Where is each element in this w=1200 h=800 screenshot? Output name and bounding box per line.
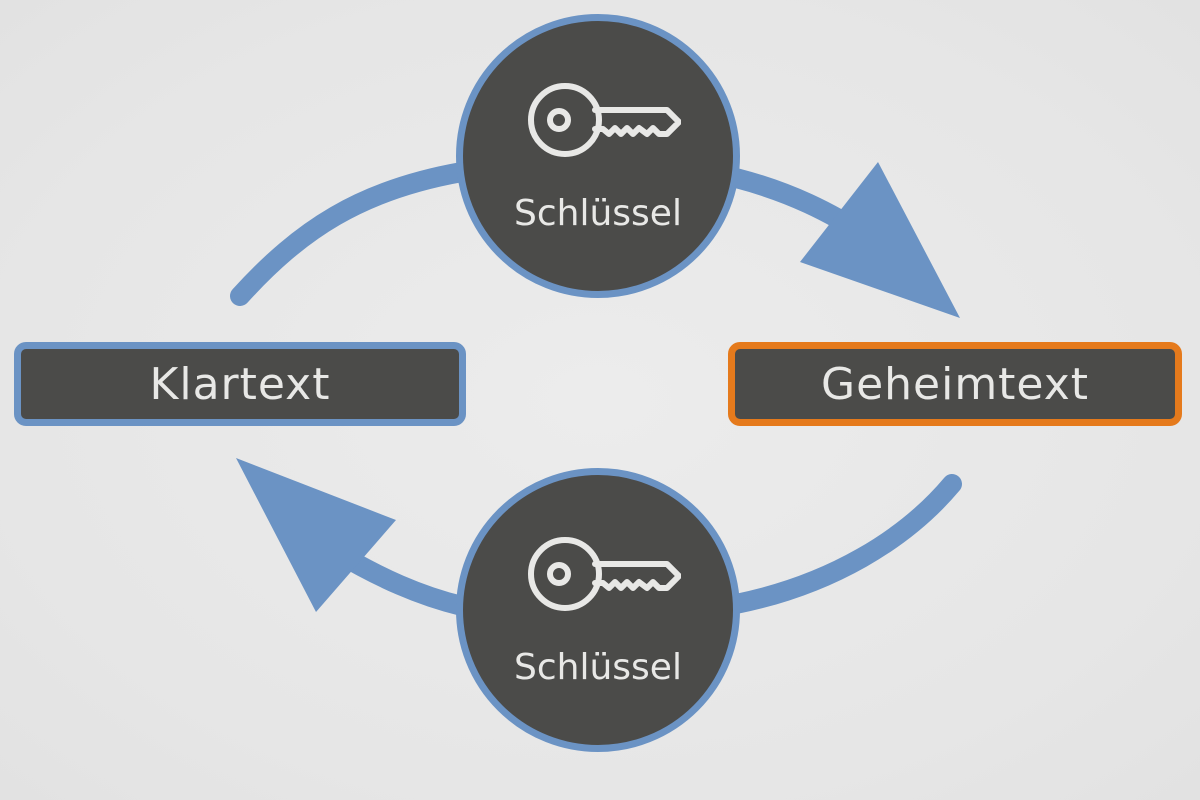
key-label-top: Schlüssel (514, 193, 682, 234)
key-icon (528, 537, 681, 611)
encrypt-arc (230, 162, 472, 306)
ciphertext-label: Geheimtext (820, 358, 1090, 410)
plaintext-node: Klartext (14, 342, 466, 426)
decrypt-arc (726, 474, 962, 614)
key-icon (528, 83, 681, 157)
decrypt-arrowhead (236, 458, 396, 612)
plaintext-label: Klartext (149, 358, 331, 410)
key-node-bottom: Schlüssel (456, 468, 740, 752)
key-node-top: Schlüssel (456, 14, 740, 298)
ciphertext-node: Geheimtext (728, 342, 1182, 426)
encrypt-arrowhead (800, 162, 960, 318)
key-label-bottom: Schlüssel (514, 647, 682, 688)
